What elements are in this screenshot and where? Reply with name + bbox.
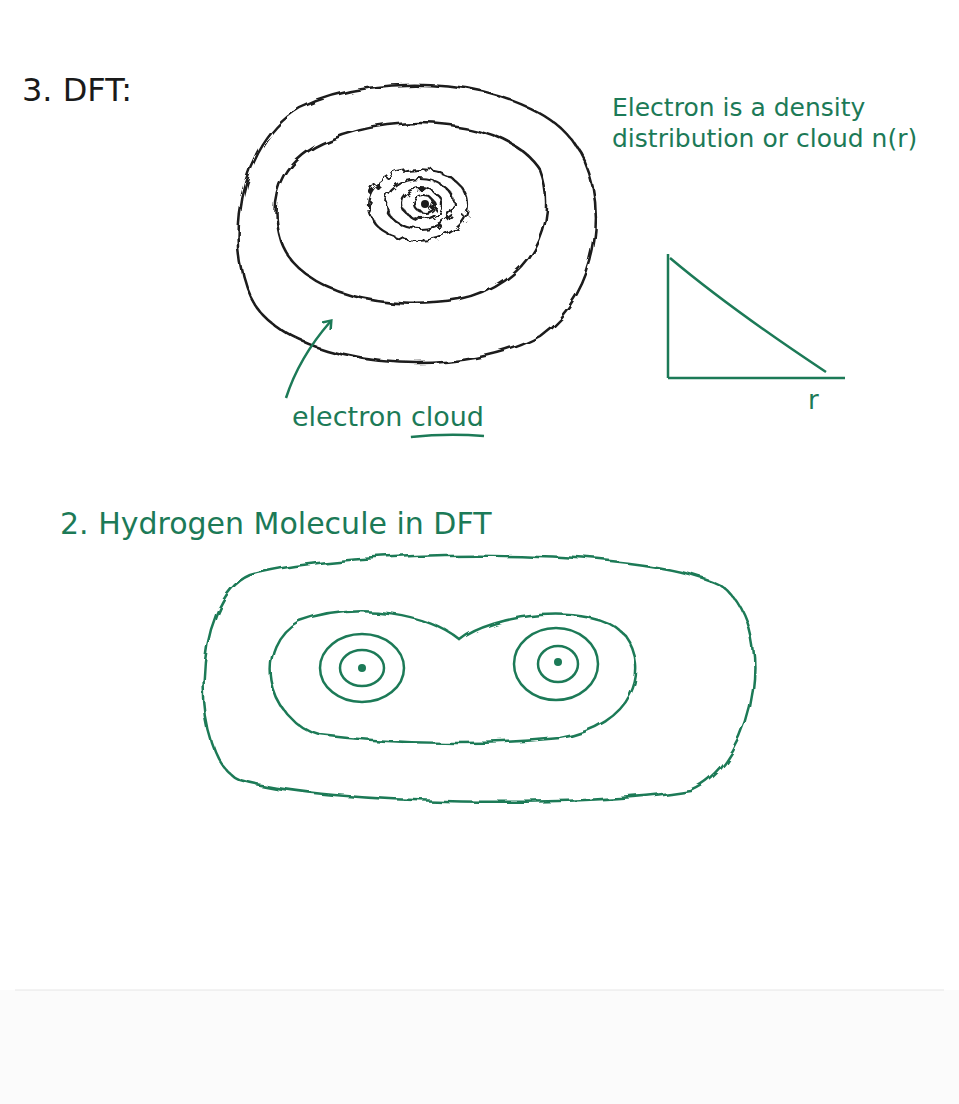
nucleus-dot — [554, 658, 562, 666]
cloud-inner-contour — [368, 169, 468, 241]
section-heading: 3. DFT: — [22, 70, 132, 110]
paper-edge — [15, 990, 944, 991]
atom-contour — [538, 646, 578, 682]
cloud-inner-contour — [402, 189, 442, 219]
underline — [411, 435, 484, 437]
plot-axis — [668, 377, 845, 380]
cloud-outer-contour — [239, 85, 596, 363]
paper-margin — [0, 990, 959, 1104]
cloud-middle-contour — [276, 123, 546, 304]
pointer-arrow — [286, 322, 330, 398]
atom-contour — [340, 650, 384, 686]
note-text: Electron is a density distribution or cl… — [612, 92, 947, 155]
cloud-inner-contour — [414, 196, 434, 212]
atom-contour — [320, 634, 404, 702]
molecule-middle-contour — [272, 611, 637, 743]
cloud-inner-contour — [386, 179, 454, 229]
pointer-label: electron cloud — [292, 400, 484, 434]
molecule-outer-contour — [204, 555, 754, 802]
axis-label: r — [808, 384, 819, 417]
plot-axis — [667, 254, 670, 378]
section-heading: 2. Hydrogen Molecule in DFT — [60, 505, 492, 543]
nucleus-dot — [421, 200, 429, 208]
density-curve — [670, 258, 826, 372]
nucleus-dot — [358, 664, 366, 672]
atom-contour — [514, 628, 598, 700]
